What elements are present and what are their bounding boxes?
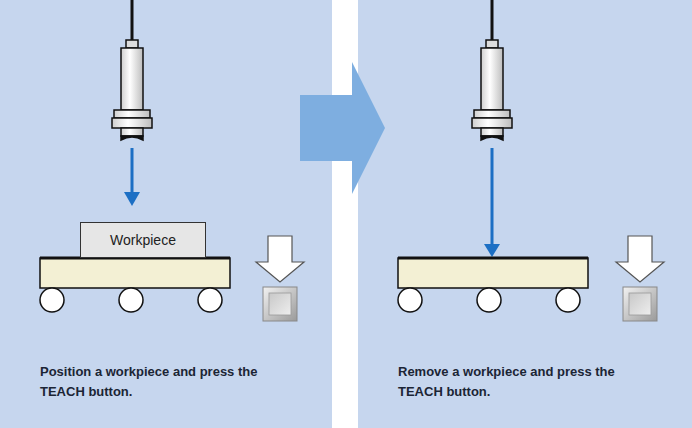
beam-arrow: [484, 148, 500, 257]
beam-arrow: [124, 148, 140, 206]
teach-button: [256, 236, 304, 321]
step-panel: Remove a workpiece and press the TEACH b…: [358, 0, 692, 428]
conveyor: [40, 258, 230, 312]
sensor: [472, 0, 512, 140]
conveyor: [398, 258, 588, 312]
workpiece-box: Workpiece: [80, 222, 206, 258]
step-caption: Remove a workpiece and press the TEACH b…: [398, 362, 633, 402]
step-arrow: [300, 62, 385, 194]
teach-button: [616, 236, 664, 321]
step-arrow-shape: [300, 62, 385, 194]
step-caption: Position a workpiece and press the TEACH…: [40, 362, 285, 402]
sensor: [112, 0, 152, 140]
workpiece-label: Workpiece: [110, 232, 176, 248]
panel-ground: [358, 0, 692, 428]
panel-ground: [0, 0, 332, 428]
step-panel: Position a workpiece and press the TEACH…: [0, 0, 332, 428]
